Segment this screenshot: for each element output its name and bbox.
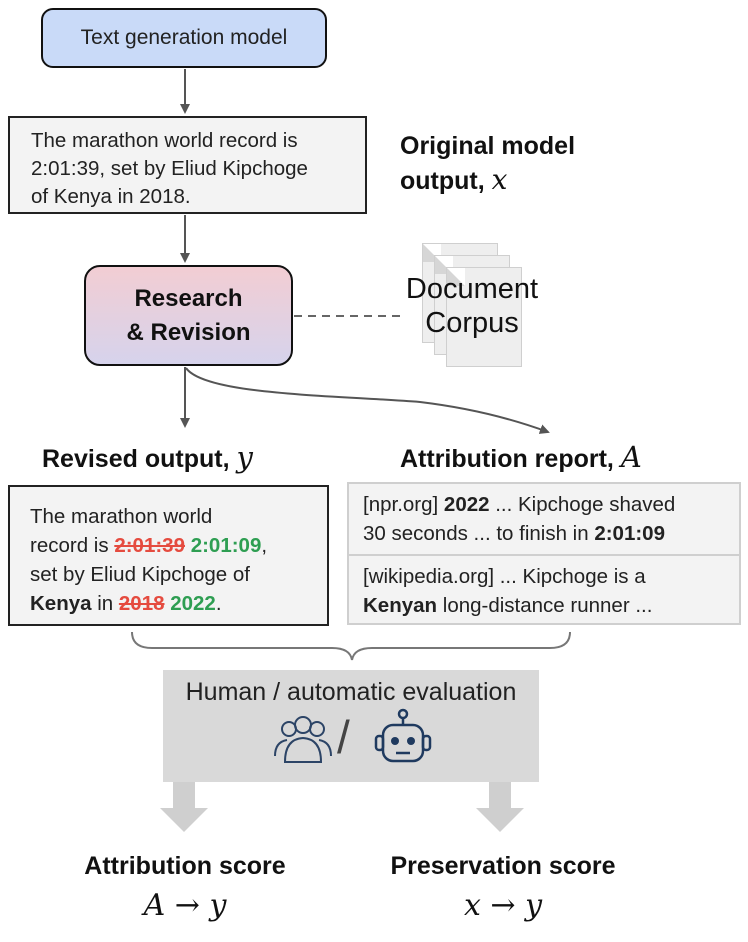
original-output-box: The marathon world record is 2:01:39, se…	[8, 116, 367, 214]
research-box-line2: & Revision	[126, 318, 251, 346]
npr-text2: 30 seconds ... to finish in	[363, 522, 595, 545]
attribution-heading-text: Attribution report,	[400, 445, 614, 473]
wiki-kenyan: Kenyan	[363, 594, 438, 617]
attribution-report-heading: Attribution report, A	[400, 440, 642, 474]
people-icon	[274, 716, 332, 763]
revised-output-box: The marathon world record is 2:01:39 2:0…	[8, 485, 329, 626]
curly-brace	[131, 631, 571, 661]
inserted-time: 2:01:09	[190, 534, 262, 557]
revised-line4: Kenya in 2018 2022.	[30, 589, 327, 618]
evaluation-label: Human / automatic evaluation	[185, 678, 517, 706]
revised-kenya: Kenya	[30, 592, 92, 615]
npr-source: [npr.org]	[363, 493, 444, 516]
document-corpus-label: Document Corpus	[392, 272, 552, 340]
research-revision-box: Research & Revision	[84, 265, 293, 366]
robot-icon	[374, 708, 432, 763]
wiki-text2: long-distance runner ...	[437, 594, 653, 617]
document-page-front	[446, 267, 522, 367]
attribution-score-formula: A → y	[143, 888, 227, 923]
attribution-evidence-npr: [npr.org] 2022 ... Kipchoge shaved 30 se…	[349, 484, 739, 556]
revised-heading-text: Revised output,	[42, 445, 230, 473]
original-output-line: of Kenya in 2018.	[31, 185, 191, 208]
preservation-score-label: Preservation score	[390, 852, 616, 880]
revised-line1: The marathon world	[30, 505, 213, 528]
original-label-line1: Original model	[400, 132, 576, 160]
original-output-line: The marathon world record is	[31, 129, 298, 152]
deleted-time: 2:01:39	[114, 534, 185, 557]
npr-text1: ... Kipchoge shaved	[489, 493, 676, 516]
deleted-year: 2018	[118, 592, 165, 615]
research-box-line1: Research	[134, 284, 243, 312]
original-label-var: x	[491, 163, 508, 196]
model-box-label: Text generation model	[80, 26, 288, 49]
text-generation-model-box: Text generation model	[41, 8, 327, 68]
revised-output-heading: Revised output, y	[42, 440, 253, 474]
attribution-report-box: [npr.org] 2022 ... Kipchoge shaved 30 se…	[347, 482, 741, 625]
original-output-line: 2:01:39, set by Eliud Kipchoge	[31, 157, 308, 180]
revised-line4-mid: in	[91, 592, 119, 615]
evaluation-slash: /	[337, 711, 350, 763]
revised-line4-suffix: .	[215, 592, 222, 615]
evaluation-box	[163, 670, 539, 782]
attribution-heading-var: A	[620, 440, 642, 474]
corpus-line2: Corpus	[425, 307, 519, 339]
revised-line2: record is 2:01:39 2:01:09,	[30, 531, 327, 560]
document-corpus-icon	[416, 243, 556, 373]
wiki-text1: [wikipedia.org] ... Kipchoge is a	[363, 565, 646, 588]
original-output-label: Original model output, x	[400, 130, 575, 198]
arrow-research-to-attribution	[185, 367, 550, 434]
preservation-score-formula: x → y	[463, 888, 543, 923]
original-label-line2: output,	[400, 167, 485, 195]
down-arrow-attribution	[160, 782, 208, 832]
attribution-evidence-wikipedia: [wikipedia.org] ... Kipchoge is a Kenyan…	[349, 556, 739, 623]
revised-line2-suffix: ,	[261, 534, 268, 557]
down-arrow-preservation	[476, 782, 524, 832]
corpus-line1: Document	[405, 273, 539, 305]
revised-line2-prefix: record is	[30, 534, 115, 557]
inserted-year: 2022	[170, 592, 216, 615]
attribution-score-label: Attribution score	[84, 852, 286, 880]
revised-line3: set by Eliud Kipchoge of	[30, 563, 250, 586]
revised-heading-var: y	[236, 440, 253, 474]
npr-time: 2:01:09	[594, 522, 665, 545]
npr-year: 2022	[443, 493, 490, 516]
